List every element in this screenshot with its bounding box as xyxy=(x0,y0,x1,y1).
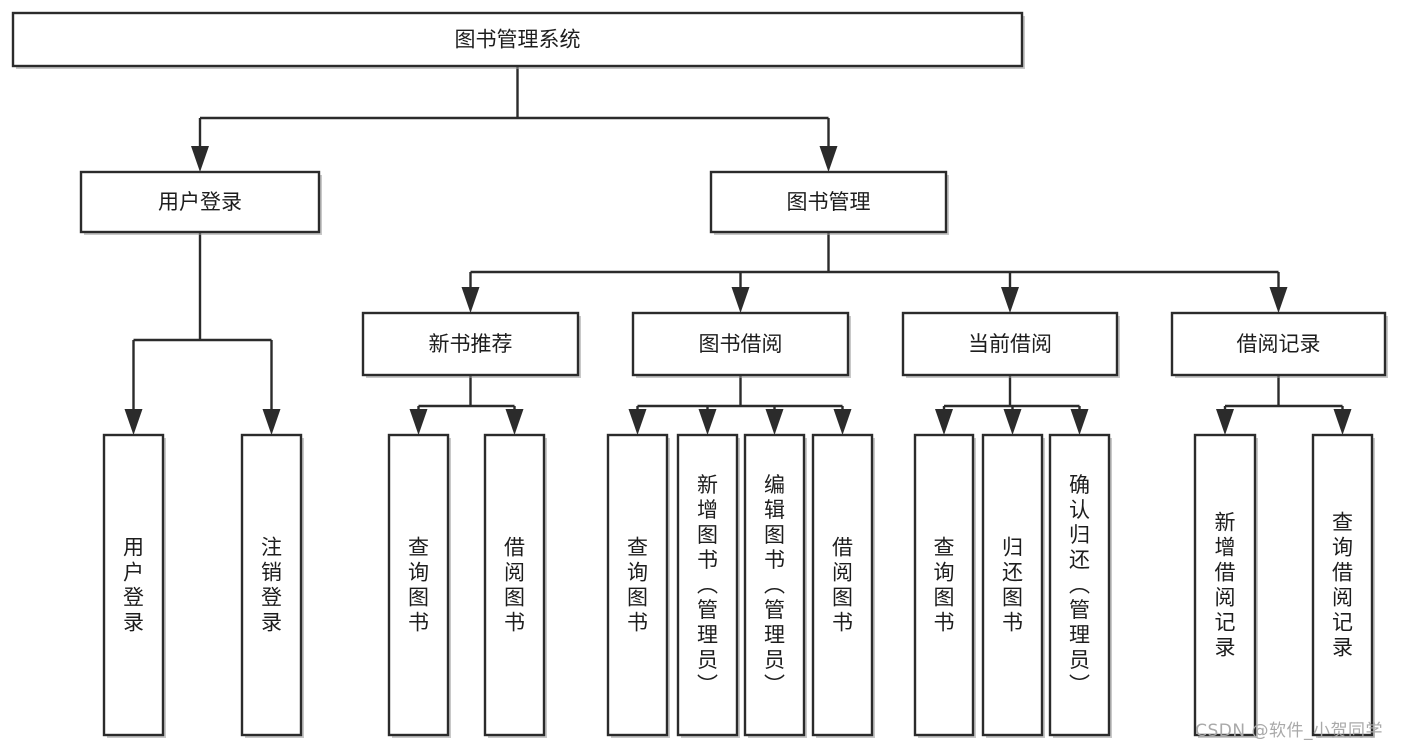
node-rect[interactable] xyxy=(240,433,303,737)
node-label: 确认归还︵管理员︶ xyxy=(1069,473,1090,697)
node-leaf-query-book-3[interactable]: 查询图书 xyxy=(913,433,976,738)
node-current-borrow[interactable]: 当前借阅 xyxy=(901,311,1120,378)
node-label: 借阅记录 xyxy=(1237,332,1321,356)
node-rect[interactable] xyxy=(102,433,165,737)
node-rect[interactable] xyxy=(79,170,321,234)
node-label: 借阅图书 xyxy=(504,536,525,635)
node-leaf-edit-book[interactable]: 编辑图书︵管理员︶ xyxy=(743,433,807,738)
node-label: 查询图书 xyxy=(934,536,955,635)
node-rect[interactable] xyxy=(901,311,1119,377)
node-borrow-record[interactable]: 借阅记录 xyxy=(1170,311,1388,378)
node-leaf-query-record[interactable]: 查询借阅记录 xyxy=(1311,433,1375,738)
arrow-head-icon xyxy=(731,287,750,313)
arrow-head-icon xyxy=(935,409,953,435)
node-root[interactable]: 图书管理系统 xyxy=(11,11,1025,69)
node-rect[interactable] xyxy=(361,311,580,377)
node-rect[interactable] xyxy=(1170,311,1387,377)
arrow-head-icon xyxy=(698,409,717,435)
arrow-head-icon xyxy=(1333,409,1352,435)
node-label: 新增借阅记录 xyxy=(1215,511,1236,660)
node-label: 编辑图书︵管理员︶ xyxy=(764,473,785,697)
node-label: 查询图书 xyxy=(627,536,648,635)
node-label: 图书管理 xyxy=(787,190,871,214)
arrow-head-icon xyxy=(1269,287,1288,313)
node-book-borrow[interactable]: 图书借阅 xyxy=(631,311,851,378)
node-rect[interactable] xyxy=(606,433,669,737)
node-label: 新增图书︵管理员︶ xyxy=(697,473,718,697)
node-leaf-borrow-book-1[interactable]: 借阅图书 xyxy=(483,433,547,738)
node-label: 查询借阅记录 xyxy=(1332,511,1353,660)
node-leaf-return-book[interactable]: 归还图书 xyxy=(981,433,1045,738)
node-rect[interactable] xyxy=(676,433,739,737)
node-rect[interactable] xyxy=(743,433,806,737)
node-leaf-add-record[interactable]: 新增借阅记录 xyxy=(1193,433,1258,738)
node-leaf-confirm-return[interactable]: 确认归还︵管理员︶ xyxy=(1048,433,1112,738)
node-rect[interactable] xyxy=(709,170,948,234)
edge-group-book-borrow xyxy=(628,375,852,435)
node-label: 图书借阅 xyxy=(699,332,783,356)
arrow-head-icon xyxy=(1070,409,1089,435)
nodes-layer: 图书管理系统用户登录图书管理新书推荐图书借阅当前借阅借阅记录用户登录注销登录查询… xyxy=(11,11,1388,738)
edge-group-book-manage xyxy=(461,232,1288,313)
node-label: 新书推荐 xyxy=(429,332,513,356)
node-label: 用户登录 xyxy=(123,536,144,635)
node-label: 查询图书 xyxy=(408,536,429,635)
node-leaf-query-book-1[interactable]: 查询图书 xyxy=(387,433,451,738)
node-leaf-add-book[interactable]: 新增图书︵管理员︶ xyxy=(676,433,740,738)
node-leaf-query-book-2[interactable]: 查询图书 xyxy=(606,433,670,738)
arrow-head-icon xyxy=(461,287,480,313)
node-user-login[interactable]: 用户登录 xyxy=(79,170,322,235)
arrow-head-icon xyxy=(765,409,784,435)
node-rect[interactable] xyxy=(811,433,874,737)
node-rect[interactable] xyxy=(913,433,975,737)
arrow-head-icon xyxy=(819,146,838,172)
arrow-head-icon xyxy=(1001,287,1019,313)
node-rect[interactable] xyxy=(483,433,546,737)
node-rect[interactable] xyxy=(1311,433,1374,737)
node-leaf-user-login[interactable]: 用户登录 xyxy=(102,433,166,738)
edges-layer xyxy=(124,66,1352,435)
node-label: 归还图书 xyxy=(1002,536,1023,635)
node-label: 当前借阅 xyxy=(968,332,1052,356)
edge-group-root xyxy=(191,66,838,172)
node-label: 图书管理系统 xyxy=(455,28,581,52)
arrow-head-icon xyxy=(628,409,647,435)
node-new-book-rec[interactable]: 新书推荐 xyxy=(361,311,581,378)
node-label: 借阅图书 xyxy=(832,536,853,635)
arrow-head-icon xyxy=(124,409,143,435)
node-book-manage[interactable]: 图书管理 xyxy=(709,170,949,235)
node-rect[interactable] xyxy=(981,433,1044,737)
node-rect[interactable] xyxy=(387,433,450,737)
node-rect[interactable] xyxy=(11,11,1024,68)
node-label: 用户登录 xyxy=(158,190,242,214)
edge-group-current-borrow xyxy=(935,375,1089,435)
arrow-head-icon xyxy=(505,409,524,435)
node-leaf-borrow-book-2[interactable]: 借阅图书 xyxy=(811,433,875,738)
arrow-head-icon xyxy=(262,409,281,435)
arrow-head-icon xyxy=(191,146,209,172)
node-leaf-logout[interactable]: 注销登录 xyxy=(240,433,304,738)
node-rect[interactable] xyxy=(1193,433,1257,737)
arrow-head-icon xyxy=(1216,409,1234,435)
edge-group-user-login xyxy=(124,232,281,435)
node-label: 注销登录 xyxy=(261,536,282,635)
node-rect[interactable] xyxy=(1048,433,1111,737)
edge-group-new-book-rec xyxy=(409,375,524,435)
arrow-head-icon xyxy=(833,409,852,435)
node-rect[interactable] xyxy=(631,311,850,377)
arrow-head-icon xyxy=(1003,409,1022,435)
arrow-head-icon xyxy=(409,409,428,435)
edge-group-borrow-record xyxy=(1216,375,1352,435)
